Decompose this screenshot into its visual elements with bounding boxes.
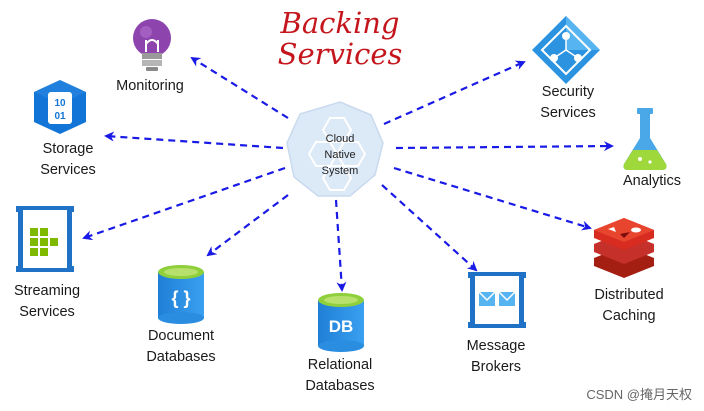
security-label: Security Services [540, 84, 596, 121]
arrow-to-analytics [395, 141, 614, 152]
document-db-icon: { } [158, 265, 204, 324]
watermark: CSDN @掩月天权 [586, 387, 692, 402]
relational-db-icon: DB [318, 293, 364, 352]
relational-db-glyph: DB [329, 317, 354, 336]
title-line-2: Services [277, 37, 403, 71]
flask-icon [623, 108, 667, 170]
caching-label: Distributed Caching [594, 287, 664, 324]
storage-glyph-bottom: 01 [54, 111, 66, 122]
redis-stack-icon [594, 218, 654, 278]
envelope-icon [468, 272, 526, 328]
arrow-to-document [206, 194, 289, 257]
arrow-to-caching [393, 166, 592, 231]
storage-hexagon-icon: 10 01 [34, 80, 86, 134]
streaming-label: Streaming Services [13, 283, 81, 320]
message-label: Message Brokers [466, 338, 526, 375]
connector-arrows [82, 56, 614, 292]
arrow-to-message [381, 184, 478, 272]
lightbulb-icon [133, 19, 171, 71]
center-label: Cloud Native System [305, 131, 375, 179]
arrow-to-security [383, 60, 526, 126]
document-db-glyph: { } [171, 288, 190, 308]
arrow-to-monitoring [190, 56, 289, 119]
monitoring-label: Monitoring [116, 78, 184, 94]
relational-label: Relational Databases [305, 357, 375, 394]
storage-glyph-top: 10 [54, 98, 66, 109]
cloud-native-hexagon-icon [286, 101, 384, 197]
title-line-1: Backing [280, 6, 400, 40]
diagram-title: Backing Services [270, 8, 410, 70]
center-line-1: Cloud [325, 133, 355, 145]
center-line-2: Native [324, 149, 356, 161]
storage-label: Storage Services [40, 141, 96, 178]
analytics-label: Analytics [622, 173, 682, 189]
center-line-3: System [321, 165, 359, 177]
stream-icon [16, 206, 74, 272]
document-label: Document Databases [146, 328, 216, 365]
security-diamond-icon [532, 16, 600, 84]
arrow-to-relational [334, 199, 347, 292]
arrow-to-storage [104, 131, 284, 150]
